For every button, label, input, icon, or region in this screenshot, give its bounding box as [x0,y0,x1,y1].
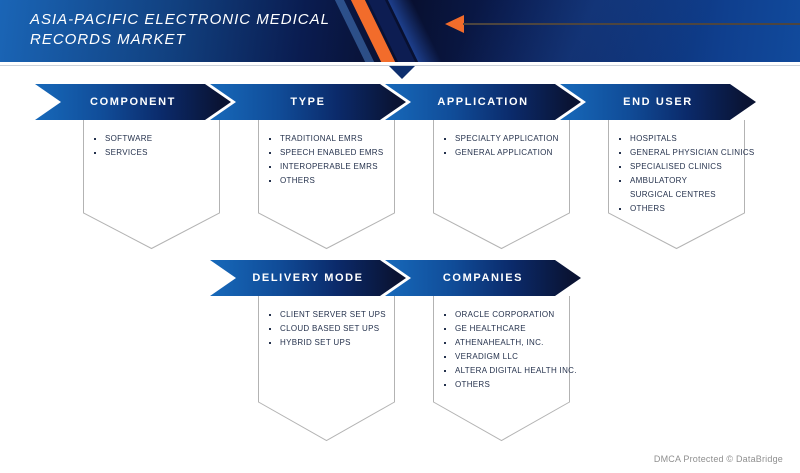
segment-banner-companies: COMPANIES [385,260,581,296]
segment-items: SOFTWARE SERVICES [93,132,216,160]
list-item: GE HEALTHCARE [443,322,566,336]
segment-banner-component: COMPONENT [35,84,231,120]
segment-list-companies: ORACLE CORPORATION GE HEALTHCARE ATHENAH… [433,296,576,442]
header-divider-line [0,65,800,66]
segment-banner-delivery-mode: DELIVERY MODE [210,260,406,296]
list-item: HYBRID SET UPS [268,336,391,350]
page-title-line1: ASIA-PACIFIC ELECTRONIC MEDICAL [30,11,330,28]
dmca-watermark: DMCA Protected © DataBridge [653,454,783,464]
list-item: OTHERS [618,202,741,216]
segment-list-delivery-mode: CLIENT SERVER SET UPS CLOUD BASED SET UP… [258,296,395,442]
page-title-line2: RECORDS MARKET [30,31,186,48]
list-item: OTHERS [443,378,566,392]
list-item: TRADITIONAL EMRS [268,132,391,146]
list-item: ALTERA DIGITAL HEALTH INC. [443,364,576,378]
segment-list-component: SOFTWARE SERVICES [83,120,220,250]
segment-items: SPECIALTY APPLICATION GENERAL APPLICATIO… [443,132,566,160]
pentagon-outline [433,296,570,442]
list-item: SPEECH ENABLED EMRS [268,146,391,160]
segment-items: ORACLE CORPORATION GE HEALTHCARE ATHENAH… [443,308,576,392]
left-arrow-icon [445,15,464,33]
pentagon-outline [433,120,570,250]
header-banner: ASIA-PACIFIC ELECTRONIC MEDICAL RECORDS … [0,0,800,62]
list-item: SPECIALTY APPLICATION [443,132,566,146]
list-item: CLIENT SERVER SET UPS [268,308,391,322]
list-item: SERVICES [93,146,216,160]
pentagon-outline [258,120,395,250]
list-item: AMBULATORY SURGICAL CENTRES [618,174,716,202]
segment-list-end-user: HOSPITALS GENERAL PHYSICIAN CLINICS SPEC… [608,120,754,250]
list-item: GENERAL APPLICATION [443,146,566,160]
list-item: OTHERS [268,174,391,188]
segment-list-type: TRADITIONAL EMRS SPEECH ENABLED EMRS INT… [258,120,395,250]
segment-banner-type: TYPE [210,84,406,120]
segment-items: CLIENT SERVER SET UPS CLOUD BASED SET UP… [268,308,391,350]
list-item: CLOUD BASED SET UPS [268,322,391,336]
segment-items: TRADITIONAL EMRS SPEECH ENABLED EMRS INT… [268,132,391,188]
header-pointer-line [463,23,800,25]
down-arrow-icon [389,66,415,79]
segment-items: HOSPITALS GENERAL PHYSICIAN CLINICS SPEC… [618,132,754,216]
list-item: INTEROPERABLE EMRS [268,160,391,174]
segment-banner-application: APPLICATION [385,84,581,120]
list-item: ATHENAHEALTH, INC. [443,336,566,350]
page-title: ASIA-PACIFIC ELECTRONIC MEDICAL RECORDS … [30,10,330,50]
list-item: SOFTWARE [93,132,216,146]
list-item: HOSPITALS [618,132,741,146]
list-item: GENERAL PHYSICIAN CLINICS [618,146,754,160]
segment-list-application: SPECIALTY APPLICATION GENERAL APPLICATIO… [433,120,570,250]
pentagon-outline [258,296,395,442]
pentagon-outline [83,120,220,250]
pentagon-outline [608,120,745,250]
list-item: VERADIGM LLC [443,350,566,364]
segment-banner-end-user: END USER [560,84,756,120]
list-item: SPECIALISED CLINICS [618,160,741,174]
list-item: ORACLE CORPORATION [443,308,566,322]
